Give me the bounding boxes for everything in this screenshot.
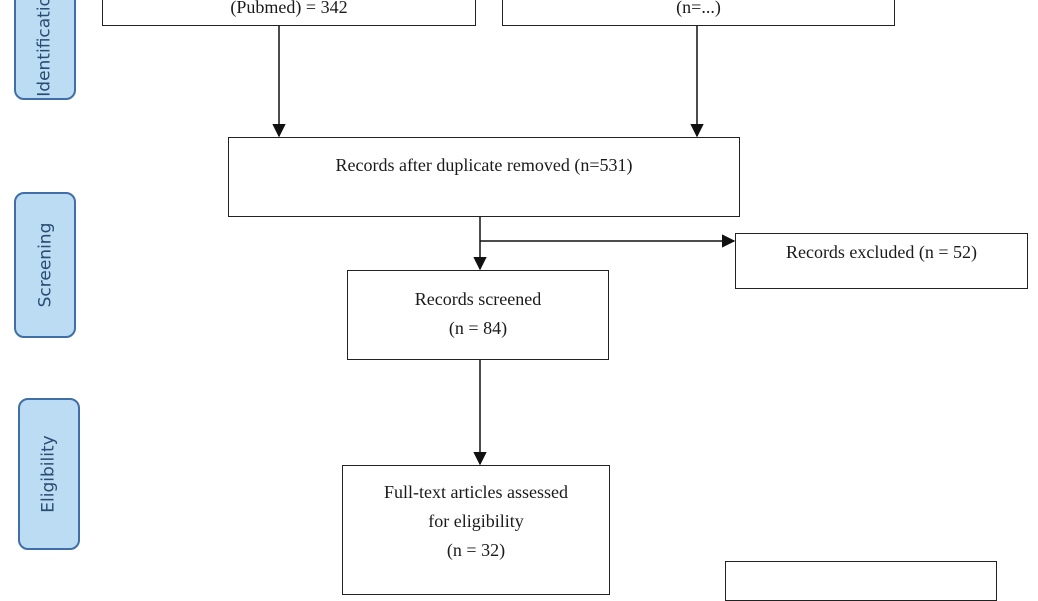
records-screened-text: Records screened <box>414 289 542 309</box>
records-identified-pubmed-box: (Pubmed) = 342 <box>102 0 476 26</box>
records-after-duplicates-box: Records after duplicate removed (n=531) <box>228 137 740 217</box>
fulltext-assessed-count: (n = 32) <box>446 540 506 560</box>
records-identified-other-box: (n=...) <box>502 0 895 26</box>
records-screened-box: Records screened (n = 84) <box>347 270 609 360</box>
records-screened-count: (n = 84) <box>448 318 508 338</box>
stage-eligibility: Eligibility <box>18 398 80 550</box>
records-after-duplicates-text: Records after duplicate removed (n=531) <box>335 155 633 175</box>
records-identified-other-text: (n=...) <box>676 0 721 17</box>
flow-arrows <box>272 26 736 466</box>
stage-screening: Screening <box>14 192 76 338</box>
fulltext-assessed-line1: Full-text articles assessed <box>384 482 568 502</box>
fulltext-assessed-box: Full-text articles assessed for eligibil… <box>342 465 610 595</box>
records-identified-pubmed-text: (Pubmed) = 342 <box>230 0 348 17</box>
records-excluded-text: Records excluded (n = 52) <box>785 242 978 262</box>
records-excluded-box: Records excluded (n = 52) <box>735 233 1028 289</box>
fulltext-assessed-line2: for eligibility <box>428 511 524 531</box>
stage-identification: Identification <box>14 0 76 100</box>
